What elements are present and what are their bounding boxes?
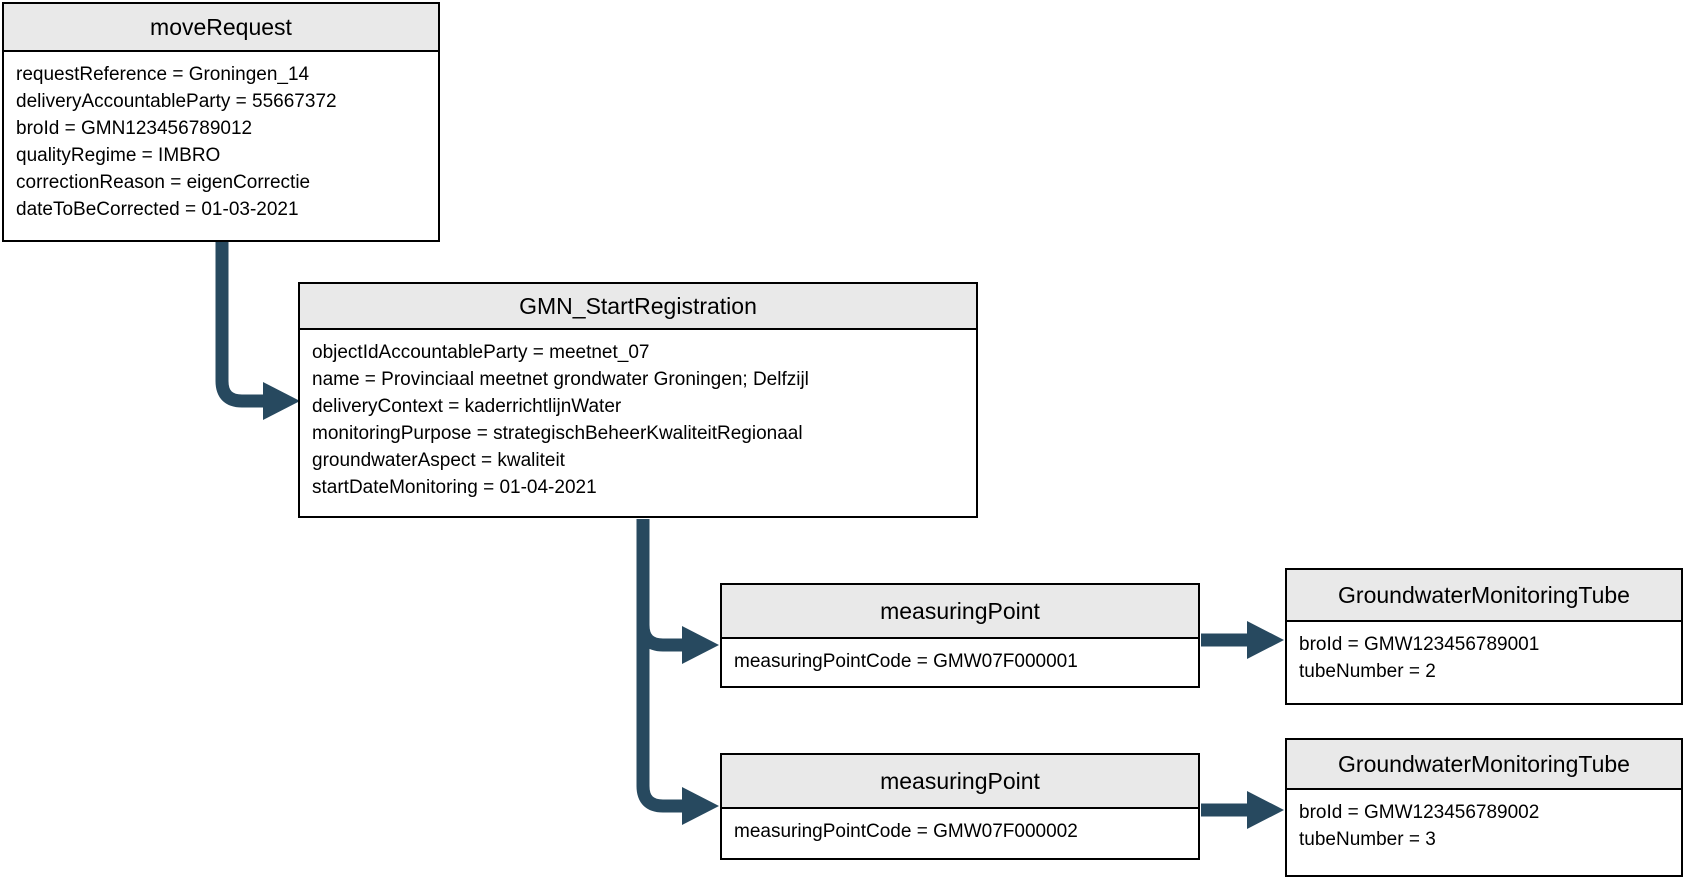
node-moverequest: moveRequest requestReference = Groningen…	[2, 2, 440, 242]
node-attribute: groundwaterAspect = kwaliteit	[312, 450, 565, 471]
node-attribute-list: broId = GMW123456789002 tubeNumber = 3	[1287, 790, 1681, 853]
node-measuringpoint-1: measuringPoint measuringPointCode = GMW0…	[720, 583, 1200, 688]
node-title: moveRequest	[4, 4, 438, 52]
node-attribute: deliveryAccountableParty = 55667372	[16, 91, 337, 112]
node-attribute: deliveryContext = kaderrichtlijnWater	[312, 396, 622, 417]
node-attribute: broId = GMN123456789012	[16, 118, 253, 139]
connector-gmn-to-measuringpoint-1	[636, 519, 719, 664]
arrow-head-icon	[682, 787, 719, 825]
node-attribute: name = Provinciaal meetnet grondwater Gr…	[312, 369, 809, 390]
node-attribute: broId = GMW123456789002	[1299, 802, 1540, 823]
connector-measuringpoint-1-to-tube-1	[1201, 621, 1284, 659]
connector-gmn-to-measuringpoint-2	[636, 519, 719, 825]
node-attribute-list: broId = GMW123456789001 tubeNumber = 2	[1287, 622, 1681, 685]
arrow-head-icon	[1247, 791, 1284, 829]
node-groundwatermonitoringtube-2: GroundwaterMonitoringTube broId = GMW123…	[1285, 738, 1683, 877]
node-attribute-list: requestReference = Groningen_14 delivery…	[4, 52, 438, 223]
connector-line	[636, 519, 683, 813]
node-measuringpoint-2: measuringPoint measuringPointCode = GMW0…	[720, 753, 1200, 860]
node-title: GroundwaterMonitoringTube	[1287, 570, 1681, 622]
node-title: GMN_StartRegistration	[300, 284, 976, 330]
node-attribute: dateToBeCorrected = 01-03-2021	[16, 199, 299, 220]
node-title: GroundwaterMonitoringTube	[1287, 740, 1681, 790]
node-attribute: correctionReason = eigenCorrectie	[16, 172, 311, 193]
node-attribute: requestReference = Groningen_14	[16, 64, 310, 85]
connector-line	[215, 241, 264, 408]
node-attribute: tubeNumber = 2	[1299, 661, 1436, 682]
node-groundwatermonitoringtube-1: GroundwaterMonitoringTube broId = GMW123…	[1285, 568, 1683, 705]
connector-line	[636, 519, 683, 652]
arrow-head-icon	[682, 626, 719, 664]
node-title: measuringPoint	[722, 755, 1198, 809]
node-attribute: tubeNumber = 3	[1299, 829, 1436, 850]
connector-moverequest-to-gmn	[215, 241, 300, 420]
node-attribute: monitoringPurpose = strategischBeheerKwa…	[312, 423, 803, 444]
node-title: measuringPoint	[722, 585, 1198, 639]
node-attribute: broId = GMW123456789001	[1299, 634, 1540, 655]
node-attribute: qualityRegime = IMBRO	[16, 145, 221, 166]
arrow-head-icon	[1247, 621, 1284, 659]
node-attribute-list: measuringPointCode = GMW07F000002	[722, 809, 1198, 845]
node-attribute: measuringPointCode = GMW07F000002	[734, 821, 1078, 842]
node-attribute: objectIdAccountableParty = meetnet_07	[312, 342, 650, 363]
node-attribute-list: objectIdAccountableParty = meetnet_07 na…	[300, 330, 976, 501]
node-attribute-list: measuringPointCode = GMW07F000001	[722, 639, 1198, 675]
node-attribute: measuringPointCode = GMW07F000001	[734, 651, 1078, 672]
connector-measuringpoint-2-to-tube-2	[1201, 791, 1284, 829]
node-gmn-startregistration: GMN_StartRegistration objectIdAccountabl…	[298, 282, 978, 518]
arrow-head-icon	[263, 382, 300, 420]
node-attribute: startDateMonitoring = 01-04-2021	[312, 477, 597, 498]
